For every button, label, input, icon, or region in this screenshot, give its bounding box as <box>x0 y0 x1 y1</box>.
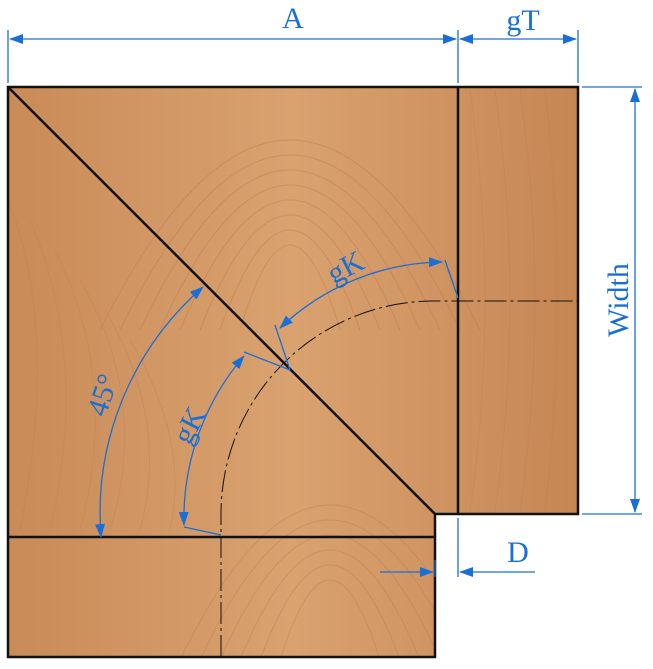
label-d: D <box>507 536 529 569</box>
dimension-angle-arc <box>94 286 204 538</box>
label-width: Width <box>602 263 635 337</box>
dimension-lines <box>7 30 642 577</box>
label-a: A <box>282 2 304 35</box>
label-gt: gT <box>506 4 539 37</box>
dimension-gk-top-arc <box>279 257 443 329</box>
